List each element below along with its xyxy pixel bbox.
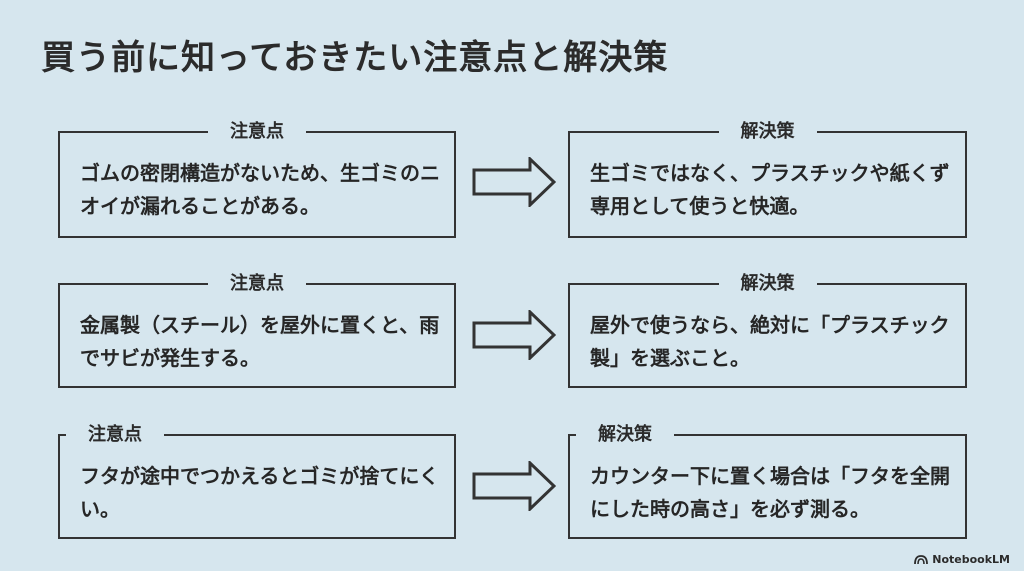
notebooklm-logo-icon: [914, 554, 929, 564]
solution-label-3: 解決策: [576, 422, 674, 448]
issue-box-1: 注意点 ゴムの密閉構造がないため、生ゴミのニオイが漏れることがある。: [58, 119, 456, 238]
issue-label-1: 注意点: [208, 119, 306, 145]
solution-box-3: 解決策 カウンター下に置く場合は「フタを全開にした時の高さ」を必ず測る。: [568, 422, 967, 539]
brand-watermark: NotebookLM: [914, 553, 1010, 566]
right-arrow-icon: [472, 461, 556, 511]
solution-label-2: 解決策: [718, 271, 817, 297]
brand-label: NotebookLM: [932, 553, 1010, 566]
issue-box-3: 注意点 フタが途中でつかえるとゴミが捨てにくい。: [58, 422, 456, 539]
solution-text-1: 生ゴミではなく、プラスチックや紙くず専用として使うと快適。: [590, 161, 950, 218]
right-arrow-icon: [472, 310, 556, 360]
issue-label-2: 注意点: [208, 271, 306, 297]
solution-label-1: 解決策: [718, 119, 817, 145]
solution-box-1: 解決策 生ゴミではなく、プラスチックや紙くず専用として使うと快適。: [568, 119, 967, 238]
solution-box-2: 解決策 屋外で使うなら、絶対に「プラスチック製」を選ぶこと。: [568, 271, 967, 388]
issue-text-2: 金属製（スチール）を屋外に置くと、雨でサビが発生する。: [80, 313, 440, 370]
issue-text-3: フタが途中でつかえるとゴミが捨てにくい。: [80, 464, 439, 521]
page-title: 買う前に知っておきたい注意点と解決策: [41, 38, 669, 78]
issue-box-2: 注意点 金属製（スチール）を屋外に置くと、雨でサビが発生する。: [58, 271, 456, 388]
issue-label-3: 注意点: [66, 422, 164, 448]
issue-text-1: ゴムの密閉構造がないため、生ゴミのニオイが漏れることがある。: [80, 161, 440, 218]
solution-text-2: 屋外で使うなら、絶対に「プラスチック製」を選ぶこと。: [590, 313, 950, 370]
right-arrow-icon: [472, 157, 556, 207]
solution-text-3: カウンター下に置く場合は「フタを全開にした時の高さ」を必ず測る。: [590, 464, 950, 521]
